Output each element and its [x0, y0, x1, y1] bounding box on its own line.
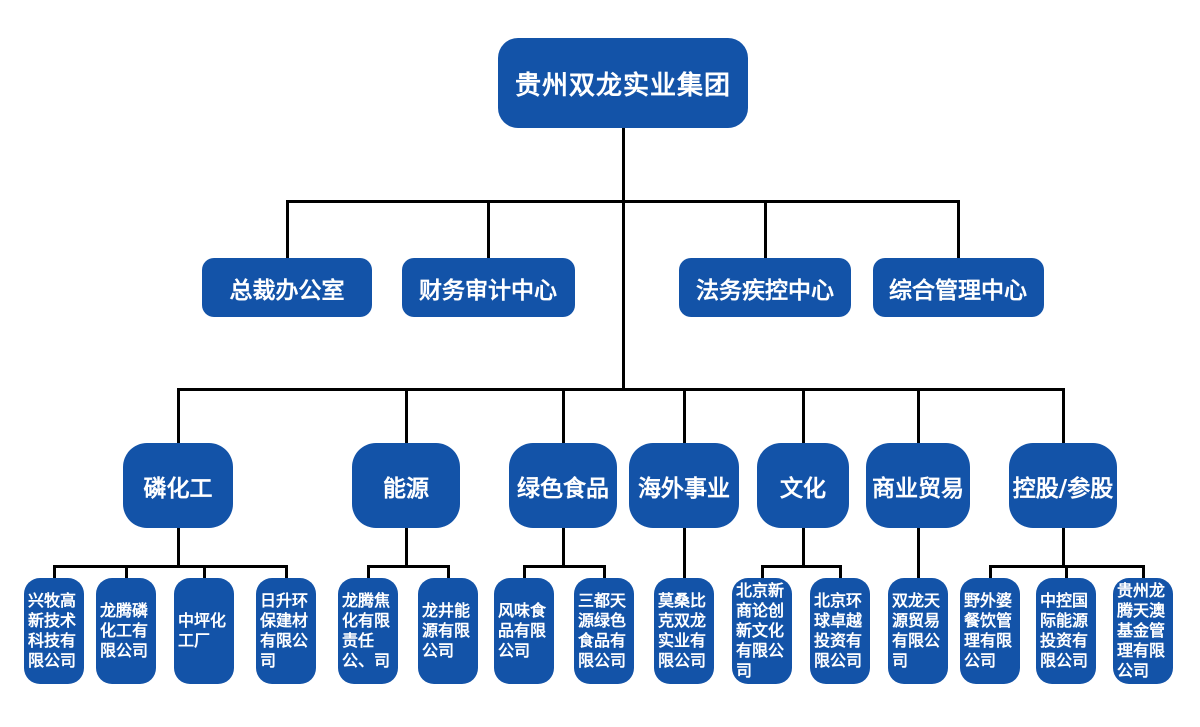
org-node-subsidiary-0-1: 龙腾磷化工有限公司 [96, 578, 156, 684]
org-node-subsidiary-1-1-label: 龙井能源有限公司 [422, 601, 471, 660]
org-node-division-0: 磷化工 [123, 443, 233, 528]
connector-line [1141, 566, 1145, 578]
org-node-subsidiary-0-2-label: 中坪化工厂 [178, 611, 227, 650]
org-node-division-3: 海外事业 [629, 443, 739, 528]
org-node-division-1: 能源 [352, 443, 460, 528]
org-node-department-3: 综合管理中心 [872, 258, 1044, 317]
connector-line [176, 528, 180, 566]
org-node-subsidiary-0-3: 日升环保建材有限公司 [256, 578, 316, 684]
connector-line [486, 201, 490, 258]
org-node-division-3-label: 海外事业 [638, 475, 730, 502]
org-node-subsidiary-3-0: 莫桑比克双龙实业有限公司 [654, 578, 714, 684]
org-node-subsidiary-2-1-label: 三都天源绿色食品有限公司 [578, 591, 627, 670]
connector-line [285, 199, 960, 203]
connector-line [801, 528, 805, 566]
org-node-subsidiary-0-2: 中坪化工厂 [174, 578, 234, 684]
org-node-subsidiary-4-1-label: 北京环球卓越投资有限公司 [814, 591, 863, 670]
org-node-division-2-label: 绿色食品 [517, 475, 609, 502]
connector-line [760, 566, 764, 578]
org-node-root-label: 贵州双龙实业集团 [514, 70, 731, 101]
org-node-division-4: 文化 [757, 443, 849, 528]
connector-line [522, 566, 526, 578]
connector-line [52, 564, 288, 568]
org-node-subsidiary-5-0-label: 双龙天源贸易有限公司 [892, 591, 941, 670]
org-node-division-6-label: 控股/参股 [1012, 475, 1114, 502]
connector-line [621, 128, 625, 389]
org-node-subsidiary-5-0: 双龙天源贸易有限公司 [888, 578, 948, 684]
connector-line [446, 566, 450, 578]
connector-line [404, 528, 408, 566]
connector-line [838, 566, 842, 578]
org-node-subsidiary-6-1-label: 中控国际能源投资有限公司 [1040, 591, 1089, 670]
org-node-subsidiary-0-3-label: 日升环保建材有限公司 [260, 591, 309, 670]
connector-line [682, 528, 686, 578]
connector-line [285, 201, 289, 258]
connector-line [284, 566, 288, 578]
org-node-division-5-label: 商业贸易 [872, 475, 964, 502]
connector-line [561, 389, 565, 443]
org-node-subsidiary-2-1: 三都天源绿色食品有限公司 [574, 578, 634, 684]
org-node-subsidiary-6-2: 贵州龙腾天澳基金管理有限公司 [1113, 578, 1173, 684]
connector-line [124, 566, 128, 578]
connector-line [956, 201, 960, 258]
org-node-department-0-label: 总裁办公室 [229, 277, 345, 304]
connector-line [916, 528, 920, 578]
org-node-subsidiary-0-1-label: 龙腾磷化工有限公司 [100, 601, 149, 660]
org-node-division-2: 绿色食品 [509, 443, 617, 528]
connector-line [760, 564, 842, 568]
connector-line [602, 566, 606, 578]
org-node-subsidiary-6-2-label: 贵州龙腾天澳基金管理有限公司 [1117, 581, 1166, 680]
connector-line [366, 564, 450, 568]
org-node-division-5: 商业贸易 [866, 443, 970, 528]
org-node-subsidiary-4-0-label: 北京新商论创新文化有限公司 [736, 581, 785, 680]
org-node-subsidiary-1-0: 龙腾焦化有限责任公、司 [338, 578, 398, 684]
org-node-division-6: 控股/参股 [1009, 443, 1117, 528]
org-node-department-1-label: 财务审计中心 [419, 277, 557, 304]
connector-line [916, 389, 920, 443]
org-node-subsidiary-1-0-label: 龙腾焦化有限责任公、司 [342, 591, 391, 670]
org-node-division-1-label: 能源 [383, 475, 429, 502]
connector-line [1061, 389, 1065, 443]
org-node-subsidiary-6-0-label: 野外婆餐饮管理有限公司 [964, 591, 1013, 670]
connector-line [763, 201, 767, 258]
connector-line [988, 566, 992, 578]
org-node-subsidiary-1-1: 龙井能源有限公司 [418, 578, 478, 684]
connector-line [176, 387, 1065, 391]
org-node-department-2-label: 法务疾控中心 [696, 277, 834, 304]
org-node-subsidiary-4-0: 北京新商论创新文化有限公司 [732, 578, 792, 684]
org-node-subsidiary-6-0: 野外婆餐饮管理有限公司 [960, 578, 1020, 684]
org-node-division-4-label: 文化 [780, 475, 826, 502]
connector-line [176, 389, 180, 443]
org-node-division-0-label: 磷化工 [143, 475, 213, 502]
connector-line [202, 566, 206, 578]
org-node-subsidiary-2-0-label: 风味食品有限公司 [498, 601, 547, 660]
connector-line [682, 389, 686, 443]
org-node-department-1: 财务审计中心 [401, 258, 575, 317]
org-node-subsidiary-3-0-label: 莫桑比克双龙实业有限公司 [658, 591, 707, 670]
connector-line [366, 566, 370, 578]
connector-line [404, 389, 408, 443]
org-node-subsidiary-0-0-label: 兴牧高新技术科技有限公司 [28, 591, 77, 670]
connector-line [1061, 528, 1065, 566]
org-node-subsidiary-0-0: 兴牧高新技术科技有限公司 [24, 578, 84, 684]
org-node-subsidiary-2-0: 风味食品有限公司 [494, 578, 554, 684]
org-node-department-0: 总裁办公室 [202, 258, 372, 317]
connector-line [522, 564, 606, 568]
org-node-department-2: 法务疾控中心 [679, 258, 851, 317]
org-node-subsidiary-4-1: 北京环球卓越投资有限公司 [810, 578, 870, 684]
connector-line [801, 389, 805, 443]
org-node-department-3-label: 综合管理中心 [889, 277, 1027, 304]
connector-line [561, 528, 565, 566]
org-node-root: 贵州双龙实业集团 [498, 38, 748, 128]
connector-line [52, 566, 56, 578]
connector-line [1064, 566, 1068, 578]
org-node-subsidiary-6-1: 中控国际能源投资有限公司 [1036, 578, 1096, 684]
